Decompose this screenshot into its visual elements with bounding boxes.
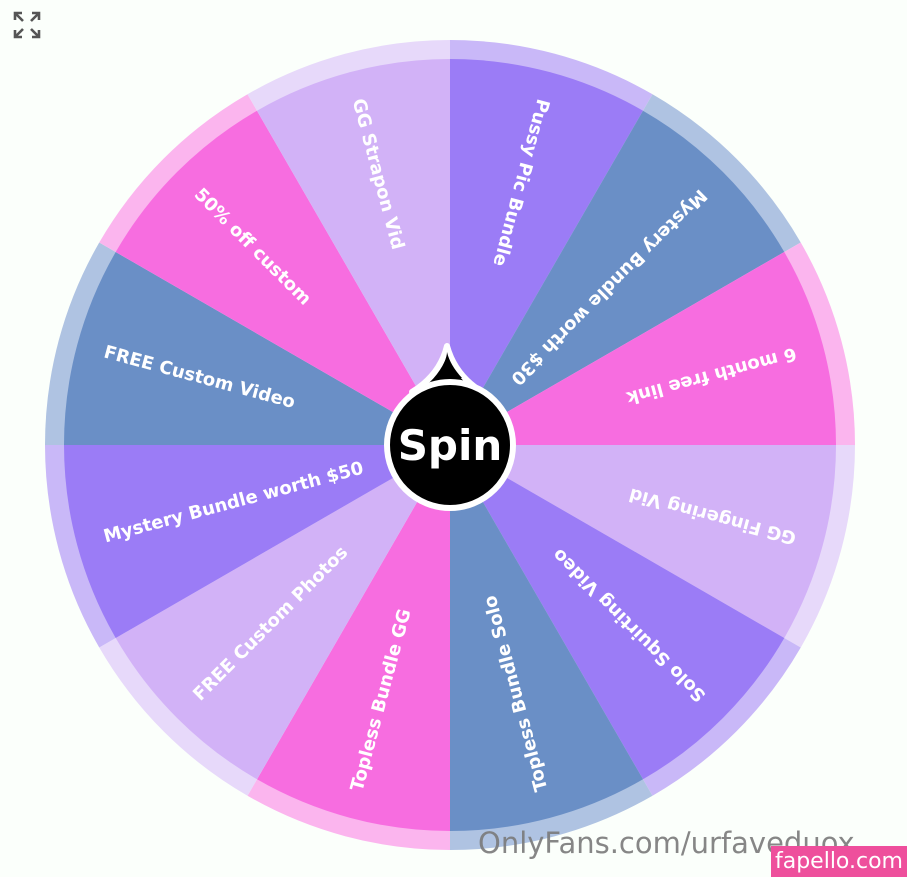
- wheel-segment: GG Strapon Vid: [247, 40, 450, 445]
- segment-fill: [115, 445, 450, 780]
- fullscreen-expand-icon[interactable]: [12, 10, 42, 40]
- spin-label: Spin: [398, 421, 503, 470]
- wheel-segment: 6 month free link: [450, 242, 855, 445]
- segment-fill: [450, 252, 836, 445]
- spin-button[interactable]: Spin: [384, 343, 516, 511]
- wheel-segment: Solo Squirting Video: [450, 445, 801, 796]
- segment-fill: [450, 110, 785, 445]
- segment-fill: [115, 110, 450, 445]
- segment-fill: [257, 59, 450, 445]
- segment-fill: [63, 445, 450, 638]
- segment-fill: [64, 252, 450, 445]
- segment-fill: [257, 445, 450, 831]
- wheel-segment: Topless Bundle Solo: [450, 445, 653, 850]
- segment-fill: [450, 445, 643, 831]
- spin-circle: [384, 379, 516, 511]
- wheel-segment: GG Fingering Vid: [450, 445, 855, 648]
- wheel-segment: Mystery Bundle worth $50: [45, 445, 450, 648]
- wheel-segment: FREE Custom Video: [45, 242, 450, 445]
- segment-fill: [450, 445, 836, 638]
- wheel-segment: FREE Custom Photos: [99, 445, 451, 796]
- wheel-segment: 50% off custom: [99, 94, 451, 446]
- segment-fill: [450, 445, 785, 780]
- source-badge: fapello.com: [771, 846, 907, 877]
- segment-fill: [450, 59, 643, 445]
- wheel-segment: Topless Bundle GG: [247, 445, 450, 850]
- wheel-segment: Pussy Pic Bundle: [450, 40, 653, 445]
